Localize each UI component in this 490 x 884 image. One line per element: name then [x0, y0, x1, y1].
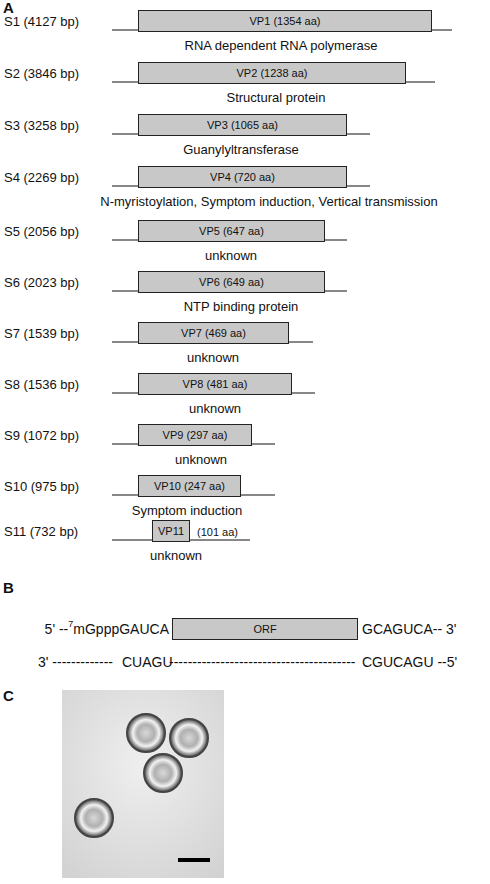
protein-label: VP1 (1354 aa): [139, 11, 431, 31]
function-label: unknown: [189, 401, 241, 417]
function-label: unknown: [150, 548, 202, 564]
sequence-text: mGpppGAUCA: [73, 621, 169, 637]
segment-label: S7 (1539 bp): [4, 326, 79, 342]
protein-label: VP8 (481 aa): [139, 374, 291, 394]
protein-label: VP7 (469 aa): [139, 323, 288, 343]
orf-box: VP4 (720 aa)N-myristoylation, Symptom in…: [138, 166, 347, 188]
orf-box: VP10 (247 aa)Symptom induction: [138, 475, 241, 497]
orf-box: ORF: [172, 618, 358, 640]
segment-label: S8 (1536 bp): [4, 377, 79, 393]
protein-length: (101 aa): [197, 524, 238, 540]
segment-label: S9 (1072 bp): [4, 428, 79, 444]
micrograph-ground: [62, 690, 224, 878]
orf-box: VP11(101 aa)unknown: [152, 520, 190, 542]
segment-label: S2 (3846 bp): [4, 66, 79, 82]
orf-box: VP3 (1065 aa)Guanylyltransferase: [138, 114, 347, 136]
virus-particle: [127, 714, 165, 752]
segment-label: S11 (732 bp): [4, 524, 78, 540]
panel-letter: C: [3, 688, 14, 704]
orf-box: VP7 (469 aa)unknown: [138, 322, 289, 344]
protein-label: VP10 (247 aa): [139, 476, 240, 496]
em-micrograph: [62, 690, 224, 878]
function-label: unknown: [205, 248, 257, 264]
protein-label: VP5 (647 aa): [139, 221, 324, 241]
protein-label: VP9 (297 aa): [139, 425, 251, 445]
function-label: Symptom induction: [132, 503, 243, 519]
orf-box: VP9 (297 aa)unknown: [138, 424, 252, 446]
panel-letter: A: [3, 0, 14, 16]
protein-label: VP6 (649 aa): [139, 272, 324, 292]
segment-lines: [112, 30, 452, 540]
orf-box: VP5 (647 aa)unknown: [138, 220, 325, 242]
sequence-text: ----------------------------------------: [169, 654, 355, 670]
function-label: NTP binding protein: [184, 299, 299, 315]
sequence-text: CUAGU: [122, 654, 173, 670]
virus-particle: [144, 754, 182, 792]
function-label: unknown: [175, 452, 227, 468]
function-label: unknown: [187, 350, 239, 366]
panel-letter: B: [3, 580, 14, 596]
scale-bar: [178, 858, 210, 862]
protein-label: VP4 (720 aa): [139, 167, 346, 187]
orf-box: VP1 (1354 aa)RNA dependent RNA polymeras…: [138, 10, 432, 32]
function-label: Guanylyltransferase: [183, 142, 299, 158]
segment-label: S4 (2269 bp): [4, 170, 79, 186]
segment-label: S5 (2056 bp): [4, 224, 79, 240]
sequence-text: 5' --: [45, 621, 69, 637]
sequence-text: GCAGUCA-- 3': [362, 621, 456, 637]
segment-label: S1 (4127 bp): [4, 14, 79, 30]
function-label: N-myristoylation, Symptom induction, Ver…: [100, 194, 437, 210]
sequence-text: CGUCAGU --5': [362, 654, 457, 670]
function-label: RNA dependent RNA polymerase: [185, 38, 378, 54]
sequence-text: 7: [68, 616, 73, 632]
segment-label: S3 (3258 bp): [4, 118, 79, 134]
virus-particle: [170, 719, 208, 757]
orf-box: VP6 (649 aa)NTP binding protein: [138, 271, 325, 293]
protein-label: VP2 (1238 aa): [139, 63, 405, 83]
virus-particle: [75, 799, 113, 837]
orf-box: VP2 (1238 aa)Structural protein: [138, 62, 406, 84]
segment-label: S6 (2023 bp): [4, 275, 79, 291]
protein-label: VP11: [153, 521, 189, 541]
orf-box: VP8 (481 aa)unknown: [138, 373, 292, 395]
segment-label: S10 (975 bp): [4, 479, 79, 495]
function-label: Structural protein: [227, 90, 326, 106]
protein-label: ORF: [173, 619, 357, 639]
sequence-text: 3' -------------: [38, 654, 113, 670]
protein-label: VP3 (1065 aa): [139, 115, 346, 135]
